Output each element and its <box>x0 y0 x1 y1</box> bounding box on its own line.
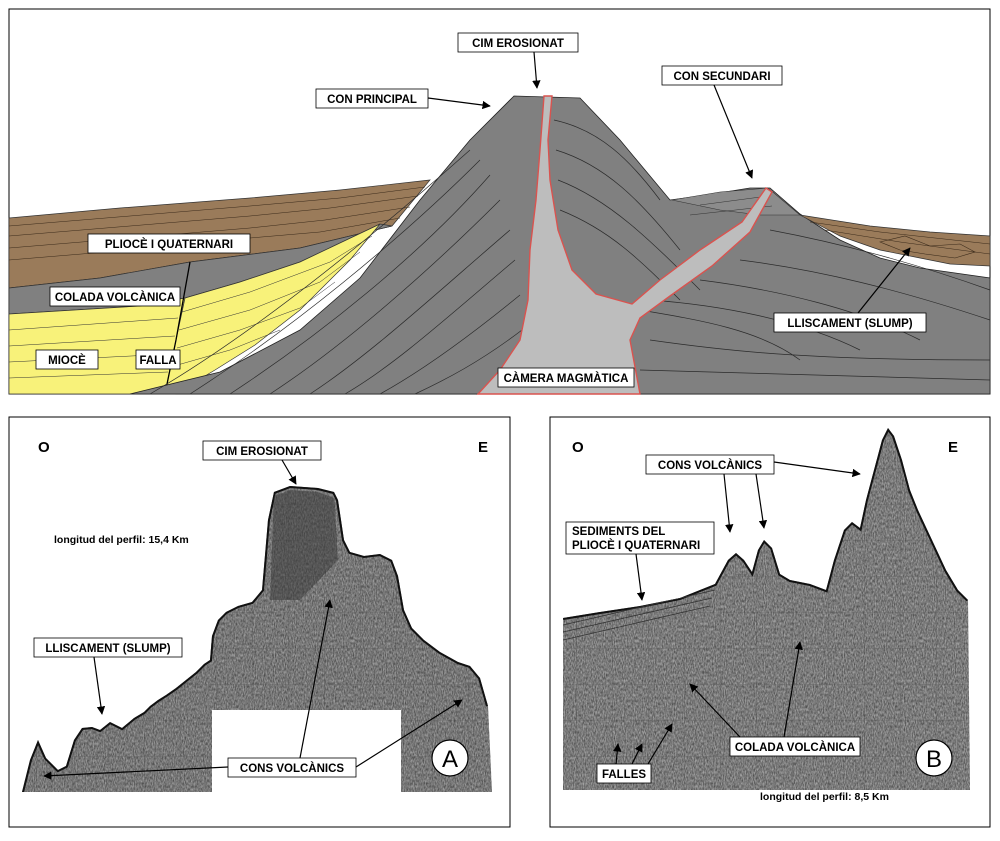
label-miocene: MIOCÈ <box>48 354 86 367</box>
profile-a-cons: CONS VOLCÀNICS <box>240 762 344 775</box>
profile-b-falles: FALLES <box>602 769 646 781</box>
profile-b-sediments-1: SEDIMENTS DEL <box>572 526 665 538</box>
fault-line <box>164 261 191 395</box>
label-cim-erosionat: CIM EROSIONAT <box>472 38 564 50</box>
seismic-profile-a: O E CIM EROSIONAT longitud del perfil: 1… <box>8 416 511 828</box>
profile-b-colada: COLADA VOLCÀNICA <box>735 741 855 754</box>
profile-b-east: E <box>948 439 958 456</box>
profile-b-letter: B <box>926 746 942 773</box>
label-colada-volcanica: COLADA VOLCÀNICA <box>55 291 175 304</box>
pliocene-sediment-right <box>799 214 991 267</box>
profile-b-west: O <box>572 439 584 456</box>
label-con-secundari: CON SECUNDARI <box>673 71 770 83</box>
profile-a-length: longitud del perfil: 15,4 Km <box>54 534 189 546</box>
seismic-profile-b: O E CONS VOLCÀNICS SEDIMENTS DEL PLIOCÈ … <box>549 416 991 828</box>
profile-b-sediments-2: PLIOCÈ I QUATERNARI <box>572 539 700 552</box>
profile-a-cim: CIM EROSIONAT <box>216 446 308 458</box>
label-pliocene: PLIOCÈ I QUATERNARI <box>105 238 233 251</box>
label-con-principal: CON PRINCIPAL <box>327 94 417 106</box>
label-slump: LLISCAMENT (SLUMP) <box>787 318 912 330</box>
profile-b-cons: CONS VOLCÀNICS <box>658 459 762 472</box>
magma-chamber <box>476 95 773 395</box>
profile-b-length: longitud del perfil: 8,5 Km <box>760 791 889 803</box>
miocene-yellow-left <box>8 297 186 395</box>
profile-a-east: E <box>478 439 488 456</box>
profile-a-slump: LLISCAMENT (SLUMP) <box>45 643 170 655</box>
profile-a-letter: A <box>442 746 458 773</box>
cross-section-diagram <box>8 8 991 395</box>
top-labels: CIM EROSIONAT CON PRINCIPAL CON SECUNDAR… <box>35 32 927 388</box>
label-falla: FALLA <box>139 355 176 367</box>
label-camera-magmatica: CÀMERA MAGMÀTICA <box>504 372 629 385</box>
profile-a-west: O <box>38 439 50 456</box>
